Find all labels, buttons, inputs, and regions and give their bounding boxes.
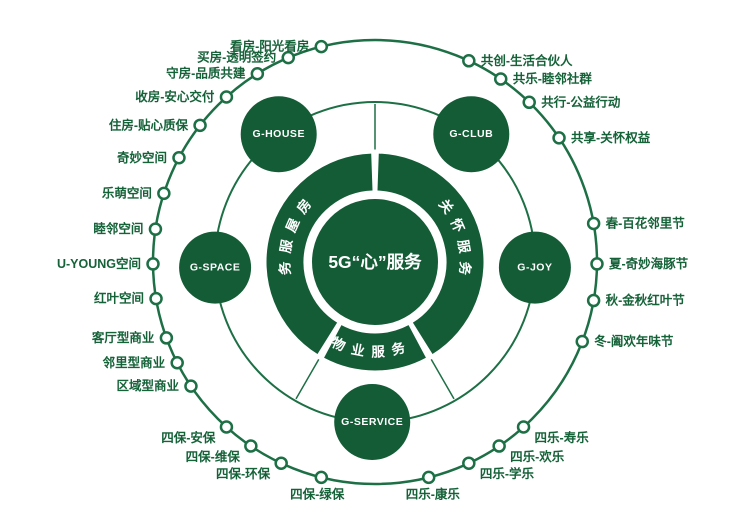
node-g-service-circle: [334, 383, 411, 460]
outer-label: 红叶空间: [94, 291, 144, 306]
outer-label: 区域型商业: [116, 378, 179, 393]
sector-divider-line: [430, 359, 455, 400]
outer-dot: [184, 379, 198, 393]
outer-dot: [274, 456, 288, 470]
outer-dot: [146, 257, 160, 271]
node-g-house-label: G-HOUSE: [252, 128, 305, 140]
ring-label-char-care: 怀: [448, 216, 468, 235]
outer-dot: [314, 39, 329, 54]
outer-label: 夏-奇妙海豚节: [608, 256, 689, 271]
outer-label: 奇妙空间: [117, 150, 167, 165]
ring-segment-house: [266, 153, 374, 355]
outer-label: 春-百花邻里节: [605, 215, 686, 230]
outer-label: 看房-阳光看房: [230, 39, 309, 54]
ring-label-char-care: 服: [455, 238, 472, 254]
outer-label: 住房-贴心质保: [109, 117, 189, 132]
outer-label: 四乐-康乐: [406, 486, 461, 501]
outer-label: 邻里型商业: [102, 355, 166, 370]
outer-label: 守房-品质共建: [166, 66, 246, 81]
outer-label: 睦邻空间: [93, 221, 143, 236]
node-g-space-circle: [179, 231, 252, 304]
outer-dot: [590, 257, 604, 271]
ring-segment-property: [324, 324, 426, 371]
outer-dot: [314, 470, 329, 485]
outer-label: 共乐-睦邻社群: [513, 71, 593, 86]
outer-label: 共创-生活合伙人: [481, 53, 573, 68]
outer-dot: [281, 50, 296, 65]
outer-dot: [522, 95, 536, 110]
outer-dot: [159, 331, 174, 345]
outer-dot: [219, 90, 234, 104]
outer-dot: [219, 420, 234, 434]
outer-dot: [462, 456, 476, 470]
node-g-house-circle: [240, 96, 317, 173]
node-g-club-circle: [433, 96, 510, 173]
ring-label-char-house: 屋: [283, 216, 302, 235]
outer-dot: [149, 291, 163, 306]
outer-label: 冬-阖欢年味节: [594, 334, 674, 349]
outer-dot: [586, 293, 601, 308]
outer-label: 乐萌空间: [102, 185, 152, 200]
node-g-service-label: G-SERVICE: [341, 416, 403, 428]
node-g-joy-label: G-JOY: [517, 262, 552, 274]
outer-label: 四乐-学乐: [480, 466, 535, 481]
node-g-club-label: G-CLUB: [449, 128, 493, 140]
outer-dot: [462, 54, 476, 68]
outer-dot: [157, 186, 171, 201]
outer-label: 客厅型商业: [91, 330, 155, 345]
ring-label-char-house: 务: [276, 261, 293, 276]
ring-label-char-house: 服: [278, 238, 295, 254]
outer-label: 共行-公益行动: [541, 94, 621, 109]
outer-dot: [148, 222, 163, 236]
outer-label: 买房-透明签约: [197, 50, 276, 65]
outer-dot: [552, 131, 566, 145]
node-g-joy-circle: [498, 231, 571, 304]
outer-label: 秋-金秋红叶节: [606, 293, 686, 308]
ring-label-char-property: 业: [350, 342, 366, 359]
center-hub-circle: [312, 199, 438, 325]
outer-label: 四乐-寿乐: [535, 430, 590, 445]
outer-dot: [516, 420, 531, 434]
sector-divider-line: [295, 359, 320, 400]
outer-dot: [250, 66, 265, 81]
outer-dot: [170, 356, 184, 370]
ring-label-char-property: 服: [371, 344, 386, 359]
outer-dot: [575, 334, 590, 349]
ring-label-char-care: 务: [457, 261, 474, 276]
outer-dot: [493, 72, 508, 86]
outer-label: 共享-关怀权益: [571, 130, 651, 145]
outer-dot: [421, 470, 436, 485]
outer-label: 四保-环保: [216, 466, 271, 481]
outer-label: 四保-安保: [161, 430, 216, 445]
ring-segment-care: [376, 153, 484, 355]
outer-dot: [244, 439, 258, 453]
outer-label: 收房-安心交付: [135, 89, 215, 104]
node-g-space-label: G-SPACE: [190, 262, 241, 274]
outer-label: 四乐-欢乐: [510, 449, 565, 464]
center-title: 5G“心”服务: [328, 252, 422, 272]
ring-label-char-property: 务: [390, 339, 408, 358]
outer-label: U-YOUNG空间: [57, 256, 141, 271]
outer-label: 四保-绿保: [290, 486, 345, 501]
ring-label-char-property: 物: [329, 334, 348, 354]
outer-dot: [172, 151, 186, 165]
outer-dot: [492, 439, 506, 453]
outer-dot: [193, 118, 207, 133]
outer-label: 四保-维保: [186, 449, 241, 464]
outer-dot: [586, 216, 601, 231]
